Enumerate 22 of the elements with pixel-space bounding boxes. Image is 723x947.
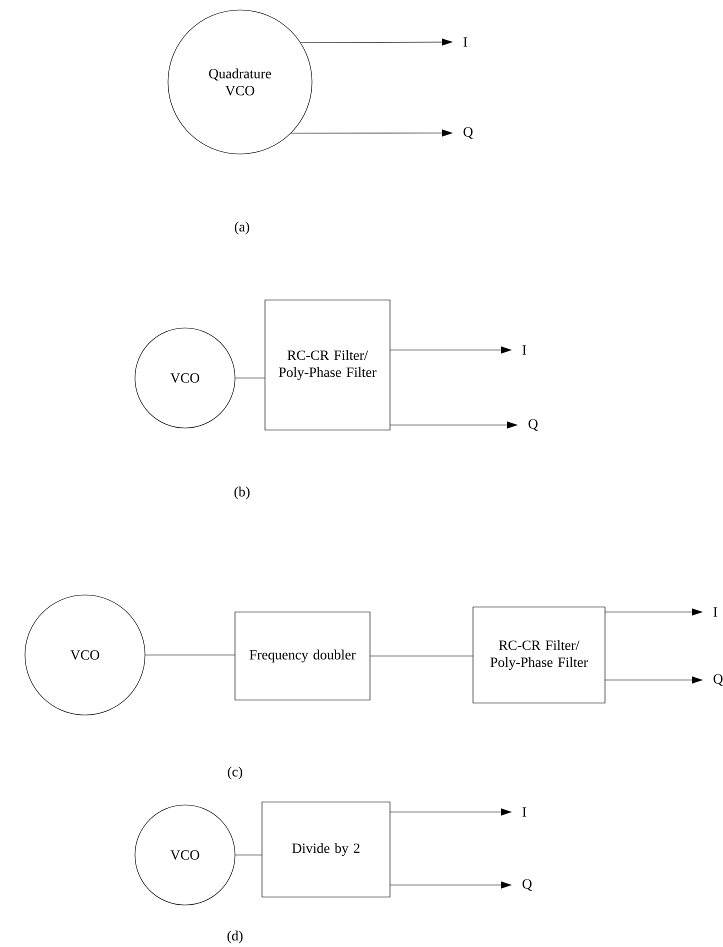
connector-line [235,854,262,856]
process-box: Divide by 2 [262,802,390,898]
connector-line [145,654,235,656]
panel-label: (c) [228,766,242,780]
panel-label: (b) [234,486,250,500]
signal-label: Q [528,419,538,431]
signal-label: I [714,607,718,617]
signal-label: Q [714,674,723,686]
signal-label: Q [464,127,473,139]
circle-node: VCO [24,594,146,716]
signal-label: I [522,807,526,817]
signal-label: I [522,345,526,355]
process-box: RC-CR Filter/ Poly-Phase Filter [472,606,606,704]
circle-node: Quadrature VCO [168,10,312,154]
circle-node: VCO [134,804,236,906]
process-box: RC-CR Filter/ Poly-Phase Filter [264,300,390,430]
process-box: Frequency doubler [234,612,370,700]
signal-label: I [464,37,468,47]
circle-node: VCO [134,328,236,428]
panel-label: (a) [234,222,250,234]
signal-label: Q [522,879,532,891]
panel-label: (d) [227,930,243,944]
